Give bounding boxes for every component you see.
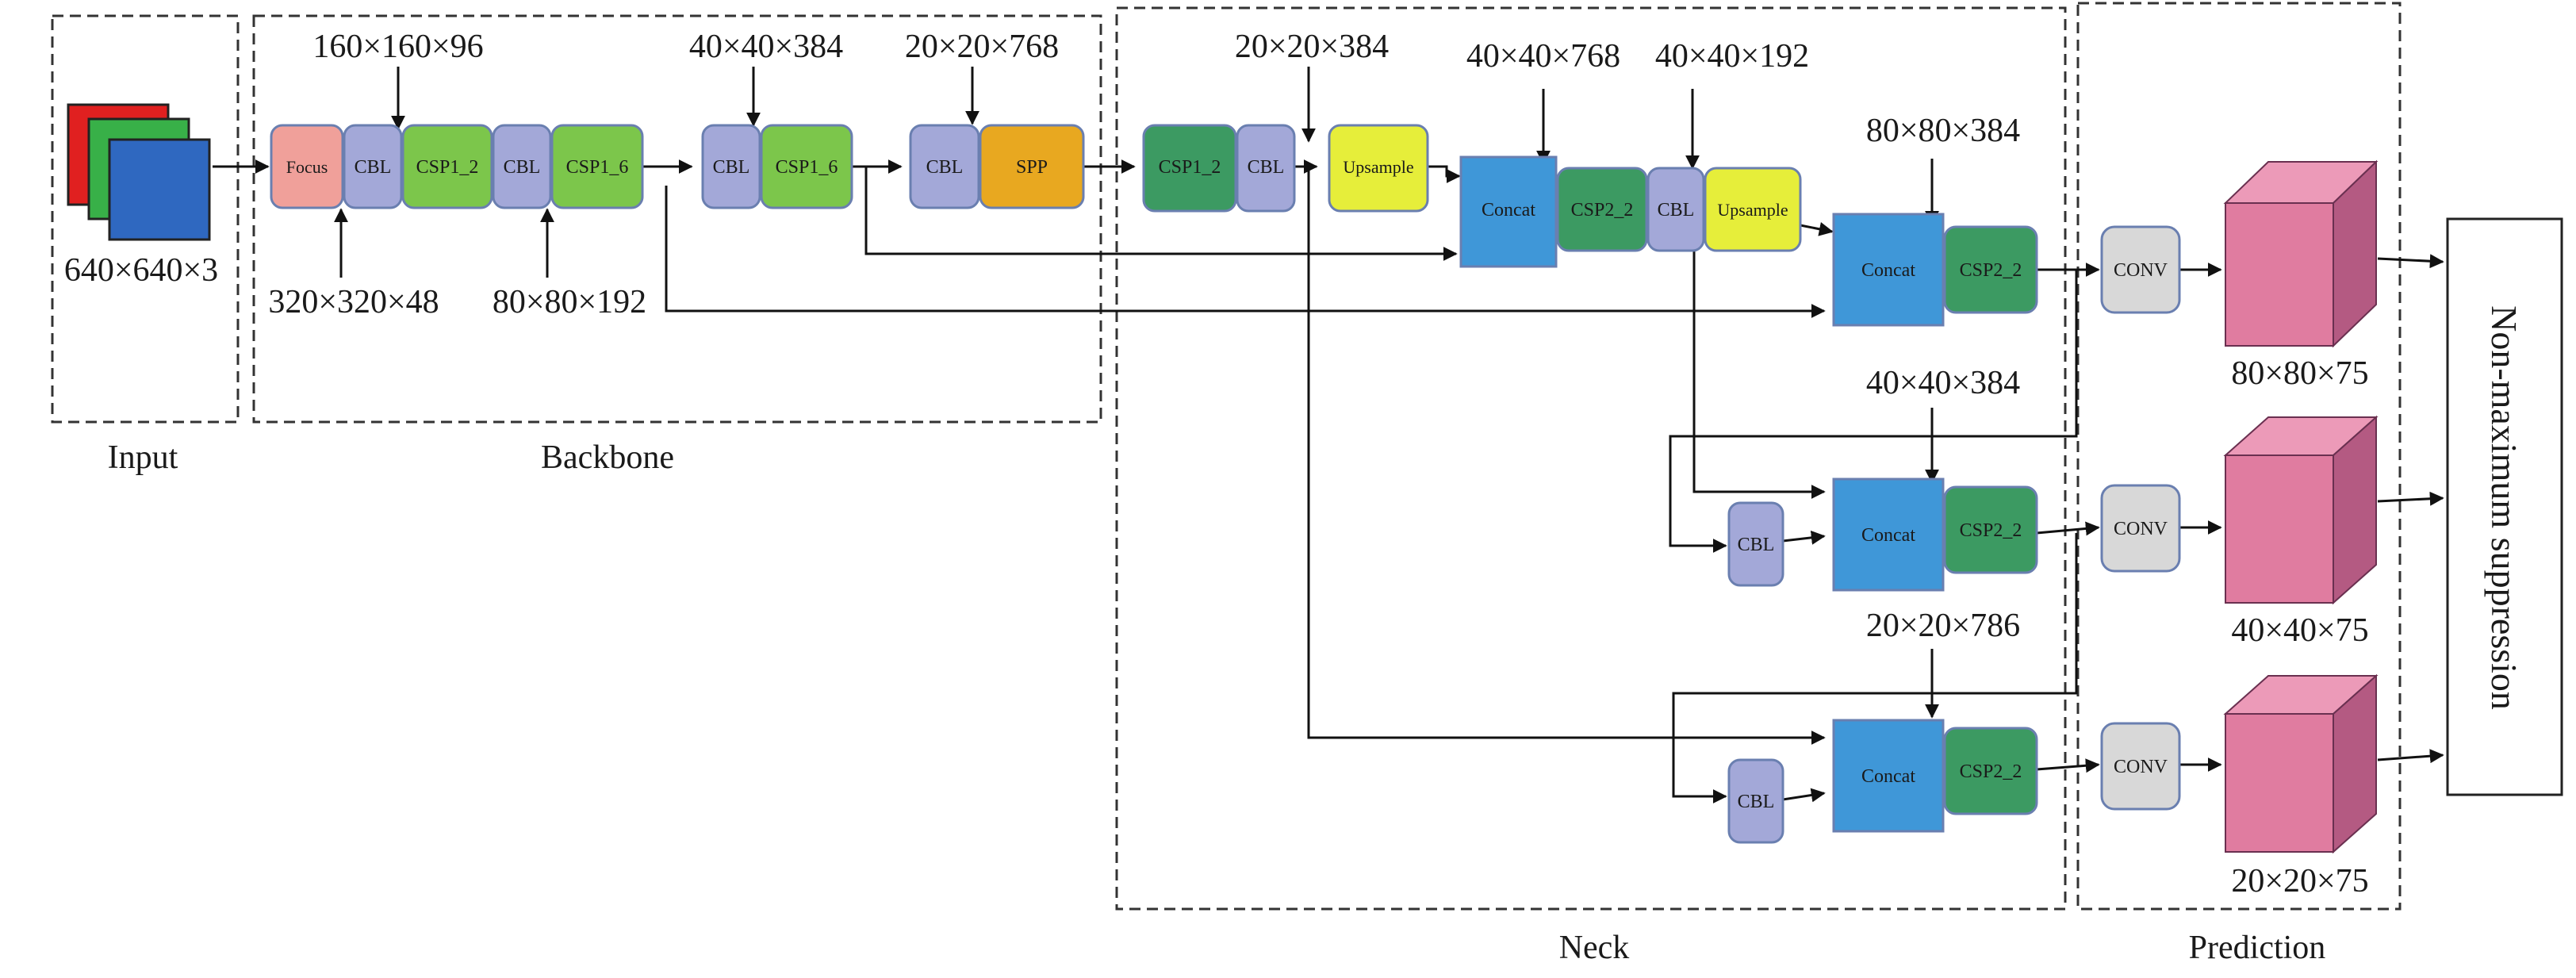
dim-label-input: 640×640×3 [64, 252, 218, 289]
cbl-block-neck-1: CBL [1236, 124, 1296, 213]
dim-label-neck-cbl2-out: 40×40×192 [1655, 38, 1809, 75]
cbl-block-2: CBL [492, 124, 552, 209]
conv-block-mid-label: CONV [2114, 519, 2168, 539]
neck-frame [1115, 6, 2067, 911]
concat-block-4: Concat [1832, 719, 1945, 833]
dim-label-pred3: 20×20×75 [2231, 863, 2368, 899]
dim-label-cbl1-out: 160×160×96 [312, 29, 483, 65]
nms-block: Non-maximum suppression [2446, 217, 2563, 796]
csp2-2-block-mid-label: CSP2_2 [1960, 520, 2022, 541]
dim-label-concat2-in: 80×80×384 [1866, 113, 2020, 149]
csp1-6-block-2: CSP1_6 [760, 124, 853, 209]
csp1-6-block-1: CSP1_6 [550, 124, 644, 209]
dimension-arrows [334, 67, 1939, 719]
cbl-block-neck-2-label: CBL [1658, 200, 1695, 221]
conv-block-mid: CONV [2100, 484, 2181, 573]
csp1-2-block-neck-label: CSP1_2 [1159, 157, 1221, 178]
output-cube-bottom [2223, 673, 2379, 854]
neck-blocks: CSP1_2 CBL Upsample Concat CSP2_2 CBL Up… [1142, 124, 2038, 844]
focus-block: Focus [270, 124, 344, 209]
dim-label-focus-out: 320×320×48 [268, 284, 439, 320]
cbl-block-mid: CBL [1727, 501, 1784, 587]
dim-label-concat4-in: 20×20×786 [1866, 608, 2020, 644]
cbl-block-3-label: CBL [713, 157, 750, 178]
input-channel-blue [108, 138, 211, 241]
dim-label-concat1-out: 40×40×768 [1466, 38, 1620, 75]
csp2-2-block-top: CSP2_2 [1943, 225, 2038, 314]
connectors [213, 159, 2444, 803]
dim-label-csp1-6a-out: 80×80×192 [493, 284, 646, 320]
csp1-2-block-neck: CSP1_2 [1142, 124, 1237, 213]
focus-block-label: Focus [286, 157, 328, 177]
cbl-block-1-label: CBL [355, 157, 392, 178]
cbl-block-4: CBL [909, 124, 980, 209]
concat-block-4-label: Concat [1861, 766, 1915, 787]
prediction-frame [2076, 2, 2402, 911]
prediction-blocks: CONV CONV CONV [2100, 159, 2379, 854]
dim-label-concat3-in: 40×40×384 [1866, 365, 2020, 401]
cbl-block-bottom-label: CBL [1738, 792, 1775, 812]
cbl-block-neck-1-label: CBL [1248, 157, 1285, 178]
spp-block: SPP [979, 124, 1085, 209]
dim-label-cbl3-out: 20×20×768 [905, 29, 1059, 65]
conv-block-top-label: CONV [2114, 260, 2168, 281]
cbl-block-mid-label: CBL [1738, 535, 1775, 555]
conv-block-bottom-label: CONV [2114, 757, 2168, 777]
csp2-2-block-bottom: CSP2_2 [1943, 727, 2038, 815]
spp-block-label: SPP [1016, 157, 1048, 178]
csp2-2-block-neck-1-label: CSP2_2 [1571, 200, 1634, 221]
section-label-prediction: Prediction [2189, 930, 2326, 966]
cbl-block-bottom: CBL [1727, 758, 1784, 844]
cbl-block-4-label: CBL [926, 157, 964, 178]
csp1-2-block-backbone: CSP1_2 [401, 124, 493, 209]
concat-block-1-label: Concat [1482, 200, 1535, 221]
concat-block-3: Concat [1832, 477, 1945, 592]
concat-block-2: Concat [1832, 213, 1945, 327]
dim-label-pred1: 80×80×75 [2231, 355, 2368, 392]
upsample-block-1-label: Upsample [1343, 157, 1413, 177]
upsample-block-2-label: Upsample [1717, 200, 1788, 220]
conv-block-bottom: CONV [2100, 722, 2181, 811]
output-cube-mid [2223, 415, 2379, 605]
output-cube-top [2223, 159, 2379, 348]
dim-label-pred2: 40×40×75 [2231, 612, 2368, 649]
dim-label-csp1-6b-out: 40×40×384 [689, 29, 843, 65]
cbl-block-2-label: CBL [504, 157, 541, 178]
cbl-block-1: CBL [343, 124, 403, 209]
csp2-2-block-bottom-label: CSP2_2 [1960, 761, 2022, 782]
section-label-neck: Neck [1559, 930, 1630, 966]
dim-label-neck-cbl-out: 20×20×384 [1235, 29, 1389, 65]
upsample-block-2: Upsample [1704, 167, 1802, 252]
conv-block-top: CONV [2100, 225, 2181, 314]
backbone-frame [252, 14, 1102, 424]
cbl-block-3: CBL [701, 124, 761, 209]
csp2-2-block-neck-1: CSP2_2 [1556, 167, 1648, 252]
input-frame [51, 14, 240, 424]
csp1-2-block-backbone-label: CSP1_2 [416, 157, 479, 178]
concat-block-1: Concat [1459, 155, 1558, 268]
csp2-2-block-top-label: CSP2_2 [1960, 260, 2022, 281]
backbone-blocks: Focus CBL CSP1_2 CBL CSP1_6 CBL CSP1_6 [270, 124, 1085, 209]
section-label-input: Input [108, 439, 178, 476]
input-image-icon [67, 103, 211, 241]
concat-block-3-label: Concat [1861, 525, 1915, 546]
cbl-block-neck-2: CBL [1646, 167, 1705, 252]
nms-block-label: Non-maximum suppression [2484, 305, 2524, 710]
section-label-backbone: Backbone [541, 439, 674, 476]
section-frames [51, 2, 2402, 911]
csp2-2-block-mid: CSP2_2 [1943, 485, 2038, 574]
csp1-6-block-1-label: CSP1_6 [566, 157, 629, 178]
csp1-6-block-2-label: CSP1_6 [776, 157, 838, 178]
upsample-block-1: Upsample [1328, 124, 1429, 213]
concat-block-2-label: Concat [1861, 260, 1915, 281]
